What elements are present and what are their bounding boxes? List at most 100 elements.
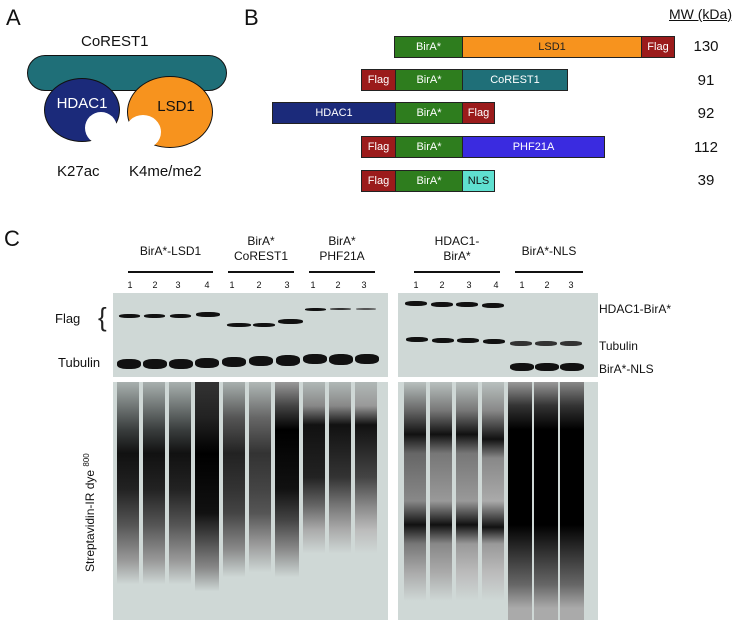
band [170, 314, 191, 318]
panel-a-letter: A [6, 5, 21, 30]
group-line [515, 271, 583, 273]
segment-flag: Flag [641, 36, 675, 58]
lane-number: 1 [229, 280, 235, 290]
band [560, 363, 584, 371]
lane-smear [355, 382, 377, 620]
band [117, 359, 141, 369]
lane-number: 3 [284, 280, 290, 290]
lane-number: 1 [127, 280, 133, 290]
row-label-tubulin-right: Tubulin [599, 339, 638, 353]
band [119, 314, 140, 318]
group-label-line: CoREST1 [233, 249, 289, 263]
segment-corest1: CoREST1 [462, 69, 568, 91]
lane-number: 3 [361, 280, 367, 290]
band [303, 354, 327, 364]
corest1-label: CoREST1 [81, 33, 149, 50]
band [276, 355, 300, 366]
hdac1-shape: HDAC1 [44, 78, 120, 142]
panel-c-letter: C [4, 226, 20, 251]
group-line [414, 271, 500, 273]
lane-number: 2 [152, 280, 158, 290]
mw-header: MW (kDa) [669, 6, 732, 22]
lane-number: 1 [310, 280, 316, 290]
group-label-birA-phf21a: BirA* PHF21A [309, 234, 375, 264]
row-label-flag: Flag [55, 311, 81, 326]
segment-lsd1: LSD1 [462, 36, 642, 58]
hdac1-label: HDAC1 [56, 94, 108, 112]
lane-smear [508, 382, 532, 620]
lane-number: 2 [544, 280, 550, 290]
flag-brace-icon: { [98, 302, 107, 332]
lane-smear [329, 382, 351, 620]
lsd1-histone-mark-label: K4me/me2 [129, 163, 202, 180]
lane-smear [430, 382, 452, 620]
segment-flag: Flag [361, 170, 396, 192]
hdac1-active-site-notch [85, 112, 117, 144]
group-label-line: BirA* [328, 234, 356, 248]
band [227, 323, 251, 327]
lane-smear [482, 382, 504, 620]
band [196, 312, 220, 317]
segment-nls: NLS [462, 170, 495, 192]
group-label-line: PHF21A [319, 249, 365, 263]
band [457, 338, 479, 343]
lane-smear [117, 382, 139, 620]
group-label-line: HDAC1- [434, 234, 480, 248]
band [253, 323, 275, 327]
y-axis-label-superscript: 800 [82, 453, 91, 467]
lane-number: 3 [175, 280, 181, 290]
group-label-hdac1-birA: HDAC1- BirA* [414, 234, 500, 264]
band [456, 302, 478, 307]
band [535, 341, 557, 346]
band [483, 339, 505, 344]
group-line [128, 271, 213, 273]
segment-flag: Flag [361, 69, 396, 91]
lane-smear [195, 382, 219, 620]
band [144, 314, 165, 318]
group-label-line: BirA* [443, 249, 471, 263]
segment-flag: Flag [361, 136, 396, 158]
lane-smear [249, 382, 271, 620]
blot-left-streptavidin [113, 382, 388, 620]
lane-smear [534, 382, 558, 620]
blot-right-hdac1-tubulin-nls [398, 293, 598, 377]
lane-number: 3 [466, 280, 472, 290]
y-axis-label: Streptavidin-IR dye 800 [82, 453, 97, 572]
lane-smear [404, 382, 426, 620]
segment-birA: BirA* [395, 102, 463, 124]
segment-birA: BirA* [395, 69, 463, 91]
band [510, 363, 534, 371]
band [278, 319, 303, 324]
lane-number: 4 [204, 280, 210, 290]
lane-smear [560, 382, 584, 620]
lsd1-label: LSD1 [157, 97, 195, 115]
band [169, 359, 193, 369]
band [305, 308, 326, 311]
lane-smear [275, 382, 299, 620]
band [195, 358, 219, 368]
panel-b-letter: B [244, 5, 259, 30]
lane-number: 1 [519, 280, 525, 290]
group-label-line: BirA* [247, 234, 275, 248]
blot-left-flag-tubulin [113, 293, 388, 377]
group-label-birA-corest1: BirA* CoREST1 [228, 234, 294, 264]
band [510, 341, 532, 346]
lane-number: 3 [568, 280, 574, 290]
band [330, 308, 351, 310]
mw-value: 112 [694, 139, 718, 156]
row-label-hdac1-birA: HDAC1-BirA* [599, 302, 672, 316]
lane-smear [303, 382, 325, 620]
segment-birA: BirA* [394, 36, 463, 58]
mw-value: 91 [697, 72, 715, 89]
band [406, 337, 428, 342]
lane-smear [169, 382, 191, 620]
segment-phf21a: PHF21A [462, 136, 605, 158]
lsd1-active-site-notch [125, 115, 161, 149]
lane-smear [456, 382, 478, 620]
band [249, 356, 273, 366]
band [143, 359, 167, 369]
band [222, 357, 246, 367]
segment-birA: BirA* [395, 136, 463, 158]
row-label-birA-nls: BirA*-NLS [599, 362, 654, 376]
band [535, 363, 559, 371]
